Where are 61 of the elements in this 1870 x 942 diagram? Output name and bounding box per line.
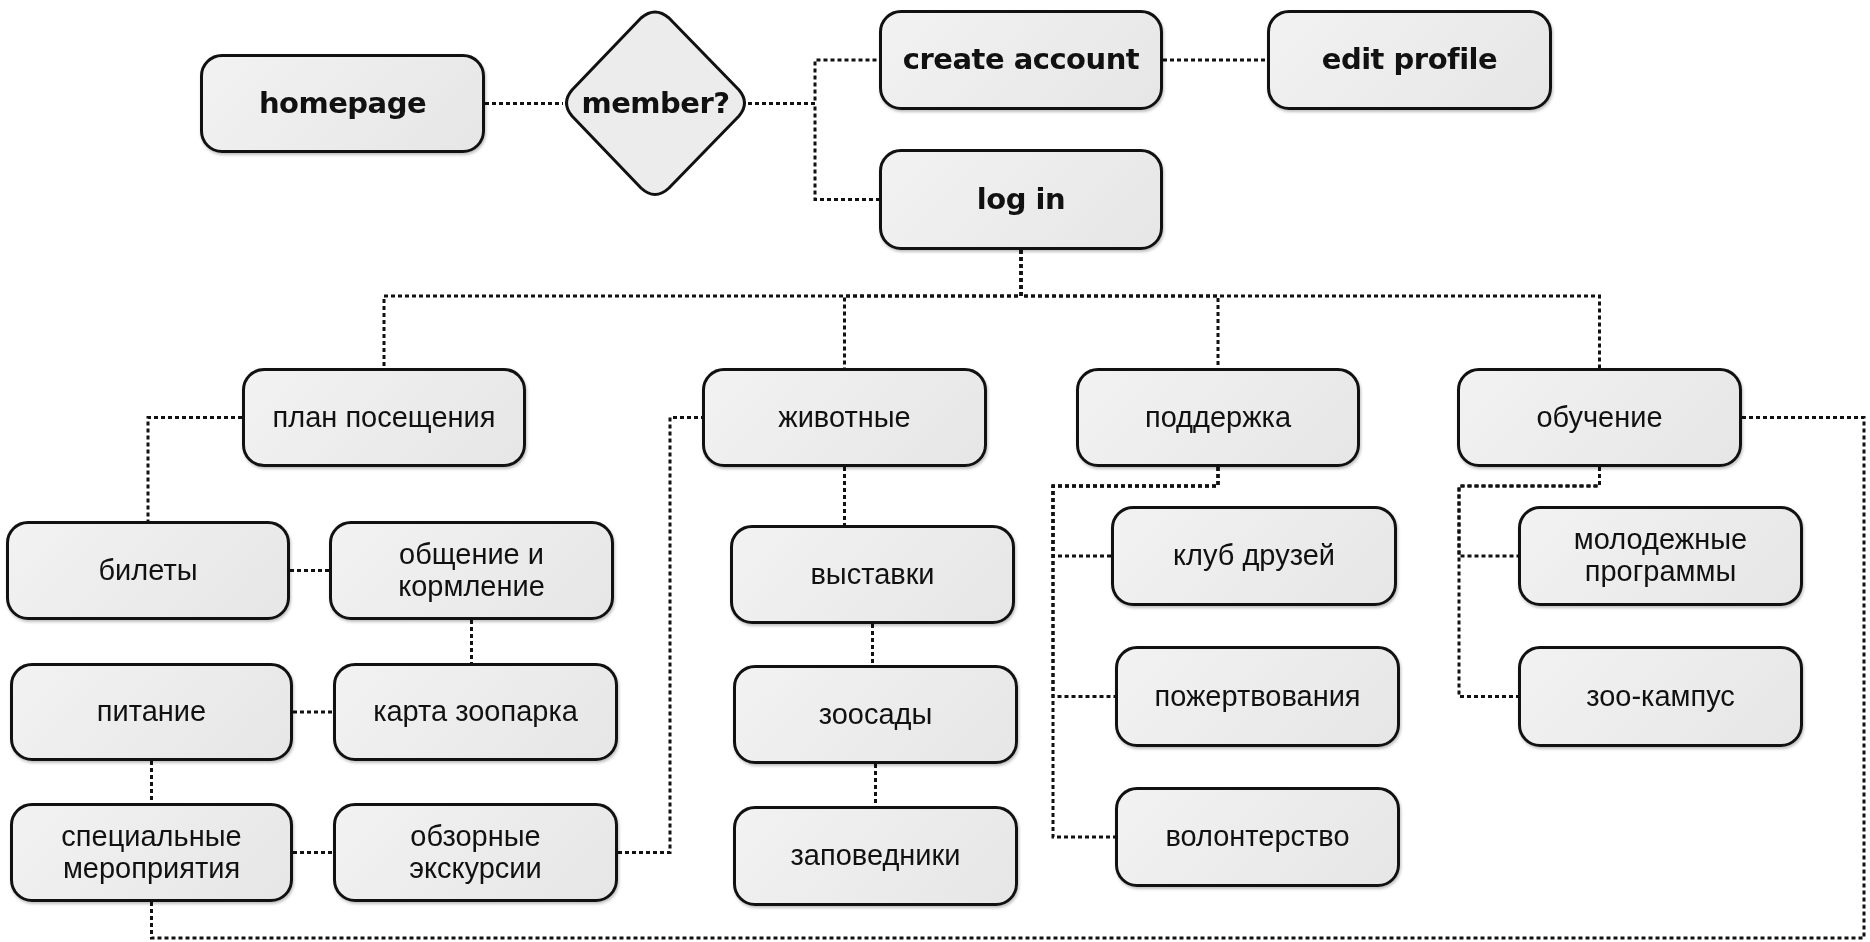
- dotted-connector: [293, 710, 333, 714]
- box-label: homepage: [257, 87, 428, 120]
- process-box: [1457, 368, 1742, 467]
- dotted-connector: [1019, 250, 1601, 368]
- box-label: билеты: [97, 554, 199, 587]
- box-label: молодежные программы: [1572, 524, 1749, 588]
- process-box: [242, 368, 526, 467]
- process-box: [730, 525, 1015, 624]
- process-box: [733, 665, 1018, 764]
- dotted-connector: [150, 761, 153, 803]
- box-label: общение и кормление: [397, 538, 546, 603]
- process-box: [1518, 646, 1803, 747]
- dotted-connector: [871, 624, 874, 665]
- process-box: [6, 521, 290, 620]
- box-label: заповедники: [789, 840, 962, 872]
- process-box: [1111, 506, 1397, 606]
- process-box: [1518, 506, 1803, 606]
- box-label: member?: [580, 87, 731, 120]
- box-label: карта зоопарка: [372, 696, 579, 728]
- box-label: волонтерство: [1164, 821, 1351, 853]
- process-box: [1267, 10, 1552, 110]
- box-label: зоосады: [817, 698, 934, 731]
- box-label: животные: [777, 401, 912, 434]
- process-box: [329, 521, 614, 620]
- box-label: пожертвования: [1153, 680, 1362, 713]
- box-label: обзорные экскурсии: [408, 820, 543, 885]
- box-label: обучение: [1535, 401, 1664, 434]
- dotted-connector: [485, 102, 563, 105]
- process-box: [10, 803, 293, 902]
- process-box: [200, 54, 485, 153]
- dotted-connector: [874, 764, 877, 806]
- box-label: зоо-кампус: [1585, 680, 1736, 713]
- dotted-connector: [1163, 58, 1267, 62]
- box-label: create account: [901, 44, 1141, 76]
- box-label: edit profile: [1320, 44, 1499, 76]
- process-box: [1115, 787, 1400, 887]
- dotted-connector: [150, 416, 1866, 940]
- process-box: [702, 368, 987, 467]
- dotted-connector: [1457, 467, 1601, 698]
- box-label: план посещения: [271, 401, 497, 434]
- box-label: клуб друзей: [1172, 540, 1336, 572]
- process-box: [733, 806, 1018, 906]
- decision-diamond: [563, 10, 748, 197]
- process-box: [333, 663, 618, 761]
- process-box: [333, 803, 618, 902]
- dotted-connector: [293, 851, 333, 854]
- process-box: [1076, 368, 1360, 467]
- dotted-connector: [843, 467, 846, 525]
- process-box: [879, 149, 1163, 250]
- dotted-connector: [146, 416, 242, 521]
- dotted-connector: [1051, 467, 1220, 839]
- box-label: специальные мероприятия: [60, 820, 243, 885]
- box-label: питание: [95, 696, 208, 728]
- dotted-connector: [748, 102, 879, 201]
- box-label: выставки: [809, 558, 936, 591]
- dotted-connector: [290, 569, 329, 572]
- process-box: [1115, 646, 1400, 747]
- box-label: поддержка: [1143, 401, 1293, 434]
- box-label: log in: [975, 183, 1067, 216]
- process-box: [10, 663, 293, 761]
- process-box: [879, 10, 1163, 110]
